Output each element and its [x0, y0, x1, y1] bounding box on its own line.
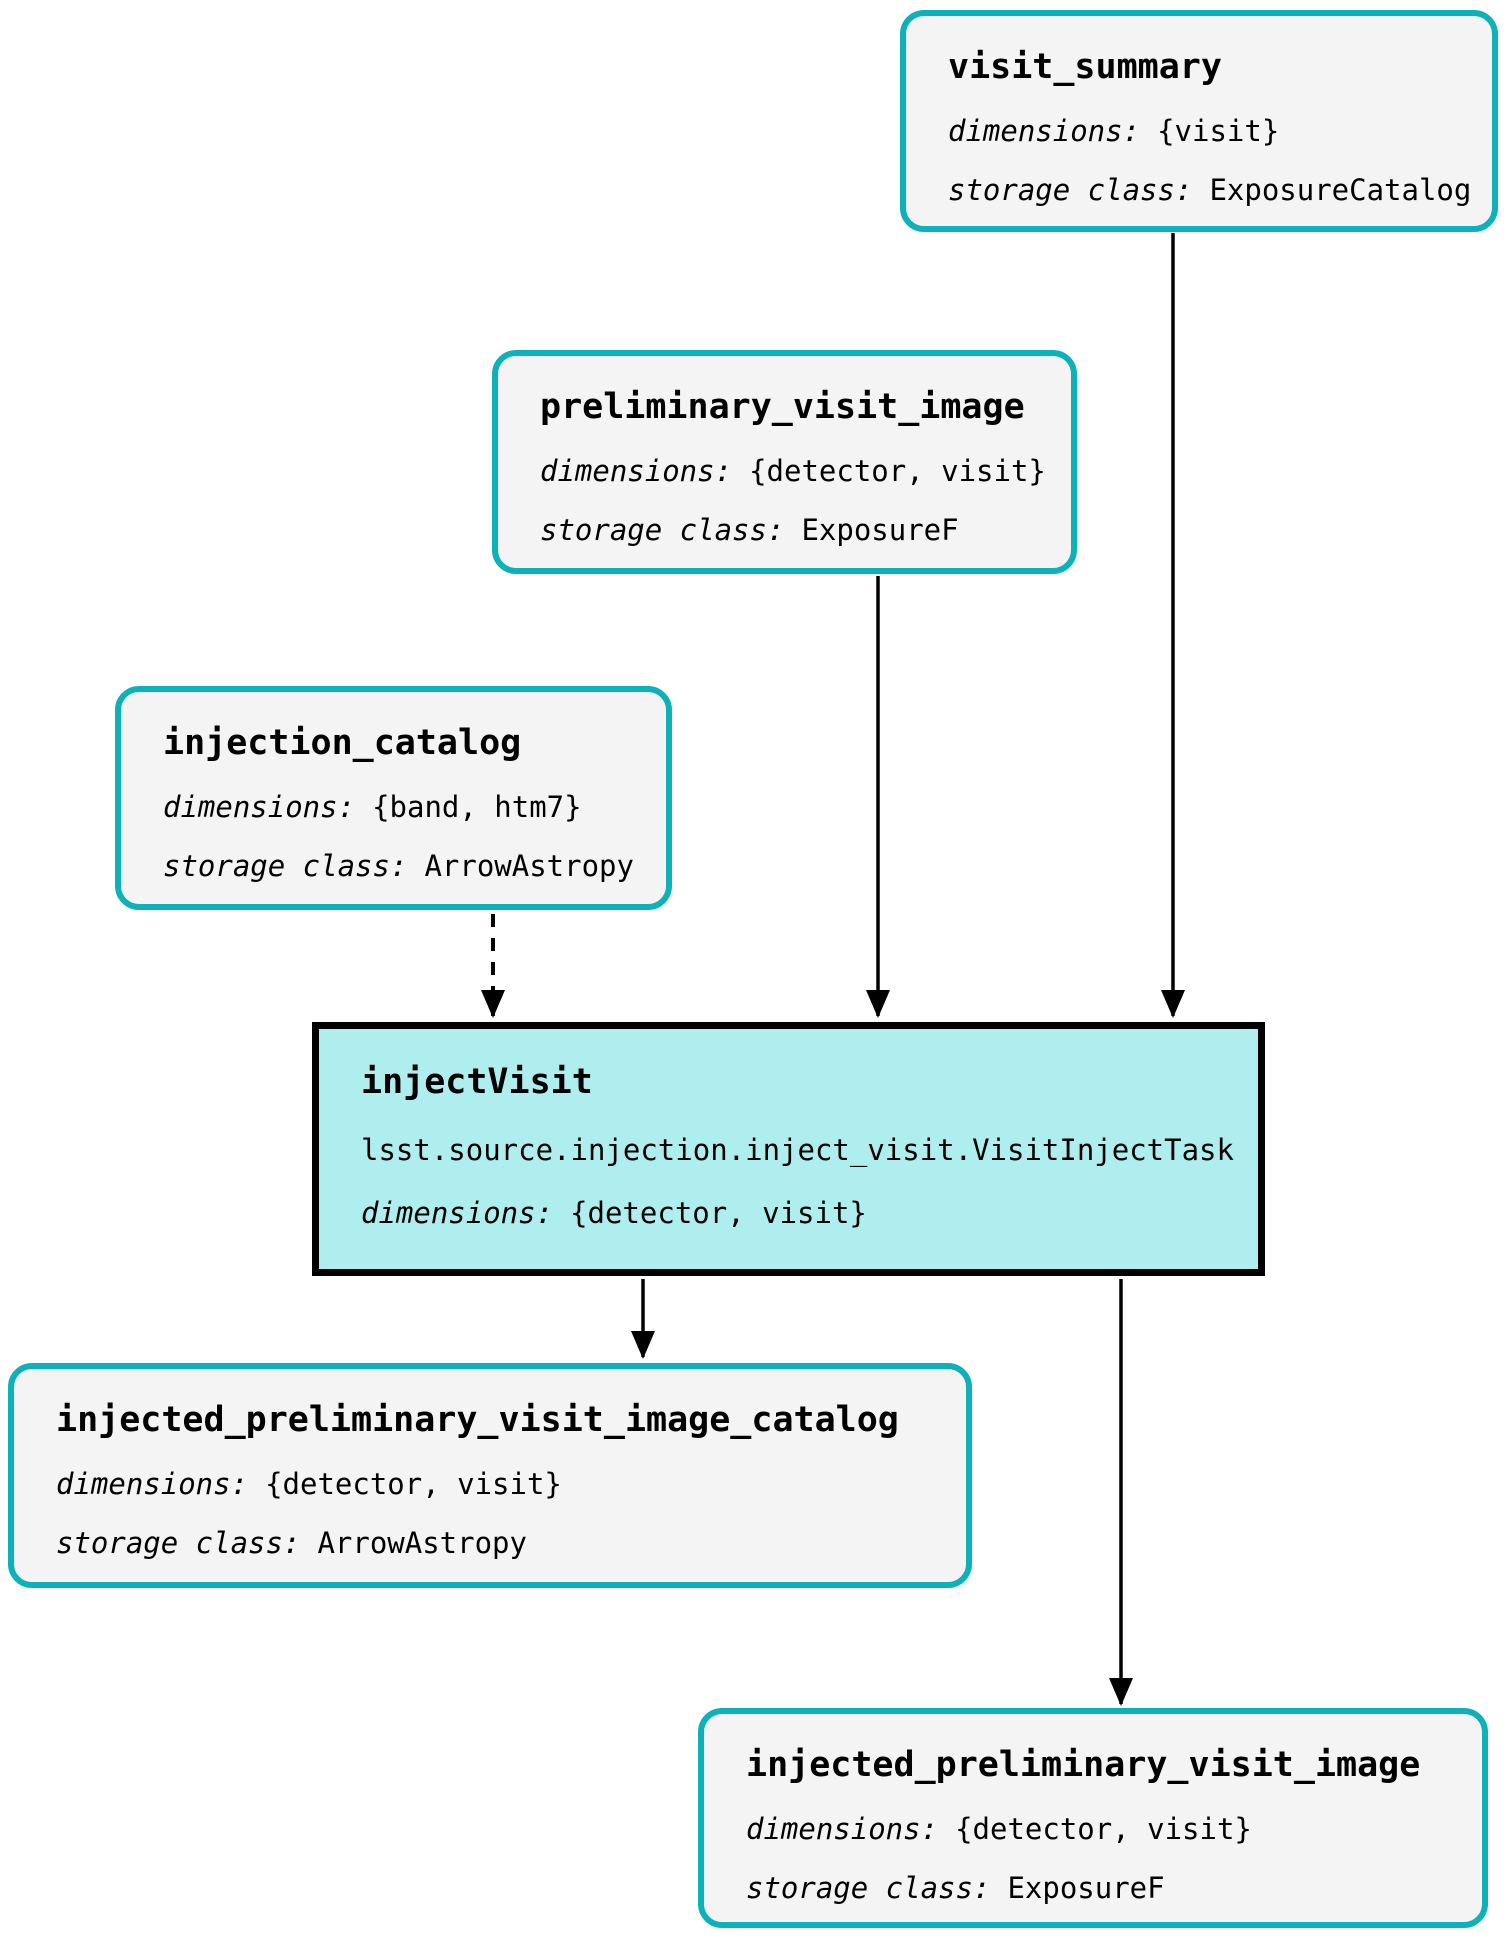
- dimensions-label: dimensions:: [56, 1467, 249, 1501]
- node-injected-preliminary-visit-image-catalog: injected_preliminary_visit_image_catalog…: [8, 1363, 972, 1588]
- storage-class-row: storage class: ExposureF: [746, 1871, 1440, 1906]
- dimensions-value: {visit}: [1157, 114, 1280, 148]
- dimensions-value: {detector, visit}: [570, 1195, 867, 1230]
- dimensions-value: {detector, visit}: [265, 1467, 562, 1501]
- node-title: injection_catalog: [163, 723, 522, 763]
- node-title: injectVisit: [361, 1062, 593, 1102]
- dimensions-label: dimensions:: [163, 790, 356, 824]
- storage-class-row: storage class: ExposureF: [540, 513, 1029, 548]
- storage-class-value: ExposureF: [801, 512, 959, 547]
- node-preliminary-visit-image: preliminary_visit_image dimensions: {dete…: [492, 350, 1077, 574]
- node-injection-catalog: injection_catalog dimensions: {band, htm7…: [115, 686, 672, 910]
- node-injectvisit-task: injectVisit lsst.source.injection.inject…: [312, 1022, 1265, 1276]
- dimensions-label: dimensions:: [540, 454, 733, 488]
- storage-class-label: storage class:: [163, 848, 408, 883]
- dimensions-label: dimensions:: [948, 114, 1141, 148]
- storage-class-row: storage class: ExposureCatalog: [948, 172, 1471, 208]
- dimensions-row: dimensions: {detector, visit}: [746, 1812, 1440, 1847]
- node-title: injected_preliminary_visit_image_catalog: [56, 1400, 899, 1440]
- storage-class-value: ArrowAstropy: [317, 1525, 527, 1560]
- dimensions-value: {detector, visit}: [749, 454, 1046, 488]
- dimensions-row: dimensions: {detector, visit}: [540, 454, 1046, 489]
- storage-class-label: storage class:: [746, 1870, 991, 1905]
- node-injected-preliminary-visit-image: injected_preliminary_visit_image dimensi…: [698, 1708, 1488, 1928]
- task-class-value: lsst.source.injection.inject_visit.Visit…: [361, 1133, 1234, 1167]
- dimensions-row: dimensions: {detector, visit}: [361, 1196, 1216, 1231]
- node-title: injected_preliminary_visit_image: [746, 1745, 1421, 1785]
- storage-class-row: storage class: ArrowAstropy: [163, 848, 634, 884]
- storage-class-row: storage class: ArrowAstropy: [56, 1526, 924, 1561]
- node-visit-summary: visit_summary dimensions: {visit} storage…: [900, 10, 1498, 232]
- dimensions-label: dimensions:: [361, 1195, 554, 1230]
- storage-class-label: storage class:: [948, 172, 1193, 207]
- storage-class-label: storage class:: [540, 512, 785, 547]
- task-class-row: lsst.source.injection.inject_visit.Visit…: [361, 1133, 1234, 1168]
- node-title: visit_summary: [948, 47, 1222, 87]
- storage-class-value: ExposureF: [1007, 1870, 1165, 1905]
- dimensions-row: dimensions: {visit}: [948, 114, 1450, 149]
- dimensions-value: {band, htm7}: [372, 790, 582, 824]
- storage-class-value: ArrowAstropy: [424, 848, 634, 883]
- node-title: preliminary_visit_image: [540, 387, 1025, 427]
- storage-class-value: ExposureCatalog: [1209, 172, 1472, 207]
- dimensions-value: {detector, visit}: [955, 1812, 1252, 1846]
- dimensions-row: dimensions: {band, htm7}: [163, 790, 624, 825]
- dimensions-row: dimensions: {detector, visit}: [56, 1467, 924, 1502]
- dimensions-label: dimensions:: [746, 1812, 939, 1846]
- storage-class-label: storage class:: [56, 1525, 301, 1560]
